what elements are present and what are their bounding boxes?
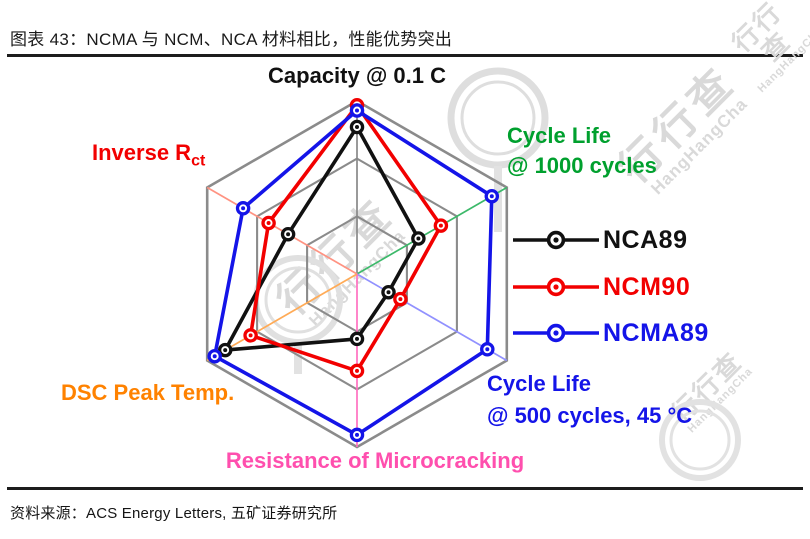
axis-label-microcracking: Resistance of Microcracking bbox=[225, 448, 525, 473]
data-point-center-dot-NCA89 bbox=[355, 125, 359, 129]
data-point-center-dot-NCM90 bbox=[355, 368, 359, 373]
data-point-center-dot-NCMA89 bbox=[212, 354, 217, 359]
axis-label-line: Cycle Life bbox=[507, 123, 611, 148]
data-point-center-dot-NCA89 bbox=[416, 236, 421, 241]
axis-label-line: @ 500 cycles, 45 °C bbox=[487, 403, 693, 428]
radar-spoke-cycle_life_1000 bbox=[356, 186, 508, 275]
legend-item-ncma89: NCMA89 bbox=[512, 318, 709, 348]
data-point-center-dot-NCMA89 bbox=[355, 108, 359, 113]
legend-label: NCMA89 bbox=[603, 318, 709, 347]
figure-title: 图表 43：NCMA 与 NCM、NCA 材料相比，性能优势突出 bbox=[10, 30, 453, 49]
data-point-center-dot-NCA89 bbox=[223, 348, 228, 353]
title-divider bbox=[7, 54, 803, 57]
data-point-center-dot-NCA89 bbox=[286, 232, 291, 237]
axis-label-dsc-peak-temp: DSC Peak Temp. bbox=[61, 380, 235, 405]
data-point-center-dot-NCM90 bbox=[266, 221, 271, 225]
source-note: 资料来源：ACS Energy Letters, 五矿证券研究所 bbox=[10, 505, 338, 522]
data-point-center-dot-NCMA89 bbox=[489, 194, 494, 199]
axis-label-cycle-life-1000: Cycle Life @ 1000 cycles bbox=[507, 121, 657, 181]
axis-label-line: Cycle Life bbox=[487, 371, 591, 396]
data-point-center-dot-NCM90 bbox=[398, 297, 403, 302]
legend-marker-icon bbox=[513, 230, 599, 250]
data-point-center-dot-NCMA89 bbox=[355, 432, 359, 437]
axis-label-cycle-life-500: Cycle Life @ 500 cycles, 45 °C bbox=[487, 368, 692, 432]
data-point-center-dot-NCA89 bbox=[355, 336, 359, 341]
data-point-center-dot-NCMA89 bbox=[241, 206, 246, 211]
data-point-center-dot-NCM90 bbox=[438, 223, 443, 228]
data-point-center-dot-NCA89 bbox=[386, 290, 391, 295]
axis-label-capacity: Capacity @ 0.1 C bbox=[268, 63, 446, 88]
footer-divider bbox=[7, 487, 803, 490]
legend-item-nca89: NCA89 bbox=[512, 225, 687, 255]
legend-marker-icon bbox=[513, 277, 599, 297]
legend-marker-icon bbox=[513, 323, 599, 343]
axis-label-line: @ 1000 cycles bbox=[507, 153, 657, 178]
axis-label-inverse-rct: Inverse Rct bbox=[92, 140, 206, 170]
legend-label: NCA89 bbox=[603, 225, 688, 254]
data-point-center-dot-NCMA89 bbox=[485, 347, 490, 352]
data-point-center-dot-NCM90 bbox=[248, 333, 253, 338]
legend-item-ncm90: NCM90 bbox=[512, 272, 690, 302]
legend-label: NCM90 bbox=[603, 272, 691, 301]
